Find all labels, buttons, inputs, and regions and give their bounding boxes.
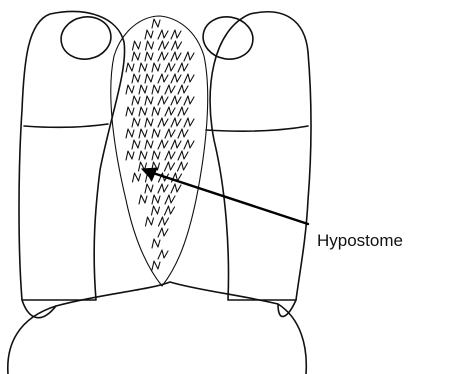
left-palp-oval [58, 13, 115, 63]
hypostome-denticle [172, 41, 182, 50]
left-palp-outline [19, 12, 125, 300]
hypostome-denticle [171, 74, 181, 83]
hypostome-denticle [178, 129, 188, 138]
hypostome-denticle [158, 74, 168, 83]
left-palp-segment-line [24, 124, 108, 127]
hypostome-denticle [132, 52, 140, 61]
hypostome-denticle [146, 217, 154, 226]
hypostome-denticle [158, 184, 168, 193]
right-palp-oval [200, 13, 257, 63]
hypostome-denticle [184, 96, 194, 105]
hypostome-denticle [159, 41, 169, 50]
hypostome-denticle [178, 85, 188, 94]
hypostome-denticle [145, 96, 153, 105]
hypostome-denticle [152, 19, 160, 28]
hypostome-denticle [165, 85, 175, 94]
hypostome-denticle [132, 74, 140, 83]
hypostome-denticle [132, 118, 140, 127]
pointer-line [153, 173, 308, 224]
hypostome-denticle [158, 250, 168, 259]
hypostome-denticle [158, 118, 168, 127]
hypostome [111, 16, 208, 286]
hypostome-denticle [158, 30, 168, 39]
hypostome-denticle [171, 184, 181, 193]
hypostome-denticle [133, 41, 141, 50]
basis-capituli [8, 282, 307, 374]
hypostome-denticle [152, 129, 160, 138]
hypostome-denticle [165, 195, 175, 204]
hypostome-denticle [145, 140, 153, 149]
hypostome-denticle [133, 173, 141, 182]
hypostome-denticle [184, 74, 194, 83]
right-palp [200, 12, 311, 300]
hypostome-denticle [139, 151, 147, 160]
basis-capituli-outline [8, 282, 307, 374]
right-palp-outline [210, 12, 311, 300]
hypostome-denticle [165, 107, 175, 116]
hypostome-denticle [159, 217, 169, 226]
hypostome-denticle [152, 261, 160, 270]
hypostome-denticle [152, 107, 160, 116]
hypostome-denticle [165, 206, 175, 215]
hypostome-denticle [158, 96, 168, 105]
hypostome-denticle [145, 118, 153, 127]
hypostome-denticle [139, 195, 147, 204]
hypostome-denticle [126, 151, 134, 160]
hypostome-denticle [146, 41, 154, 50]
right-palp-segment-line [206, 126, 308, 131]
hypostome-denticle [126, 63, 134, 72]
hypostome-denticle [165, 63, 175, 72]
hypostome-denticle [152, 206, 160, 215]
hypostome-denticle [178, 162, 188, 171]
hypostome-denticle [178, 107, 188, 116]
hypostome-denticle [171, 30, 181, 39]
hypostome-denticle [132, 96, 140, 105]
hypostome-denticle [158, 140, 168, 149]
hypostome-outline [111, 16, 208, 286]
basis-right-notch [278, 300, 296, 316]
hypostome-denticle [184, 140, 194, 149]
hypostome-denticle [145, 74, 153, 83]
hypostome-denticle [145, 30, 153, 39]
hypostome-denticle [184, 52, 194, 61]
hypostome-denticle [145, 52, 153, 61]
hypostome-denticle [126, 107, 134, 116]
hypostome-denticle [165, 129, 175, 138]
hypostome-denticles [126, 19, 194, 270]
hypostome-denticle [139, 107, 147, 116]
hypostome-denticle [158, 52, 168, 61]
hypostome-denticle [158, 228, 168, 237]
basis-left-notch [22, 300, 56, 318]
hypostome-denticle [165, 151, 175, 160]
hypostome-denticle [171, 52, 181, 61]
hypostome-denticle [139, 129, 147, 138]
hypostome-denticle [171, 96, 181, 105]
hypostome-denticle [152, 63, 160, 72]
hypostome-denticle [126, 85, 134, 94]
hypostome-pointer [142, 168, 308, 224]
hypostome-denticle [132, 140, 140, 149]
hypostome-denticle [145, 184, 153, 193]
hypostome-denticle [165, 162, 175, 171]
hypostome-denticle [152, 151, 160, 160]
hypostome-denticle [139, 63, 147, 72]
hypostome-label: Hypostome [317, 231, 403, 251]
hypostome-denticle [171, 140, 181, 149]
hypostome-denticle [139, 85, 147, 94]
hypostome-denticle [178, 63, 188, 72]
hypostome-denticle [178, 151, 188, 160]
hypostome-denticle [152, 195, 160, 204]
left-palp [19, 12, 125, 300]
hypostome-denticle [184, 118, 194, 127]
hypostome-denticle [171, 118, 181, 127]
hypostome-denticle [152, 239, 160, 248]
hypostome-denticle [126, 129, 134, 138]
hypostome-denticle [152, 85, 160, 94]
